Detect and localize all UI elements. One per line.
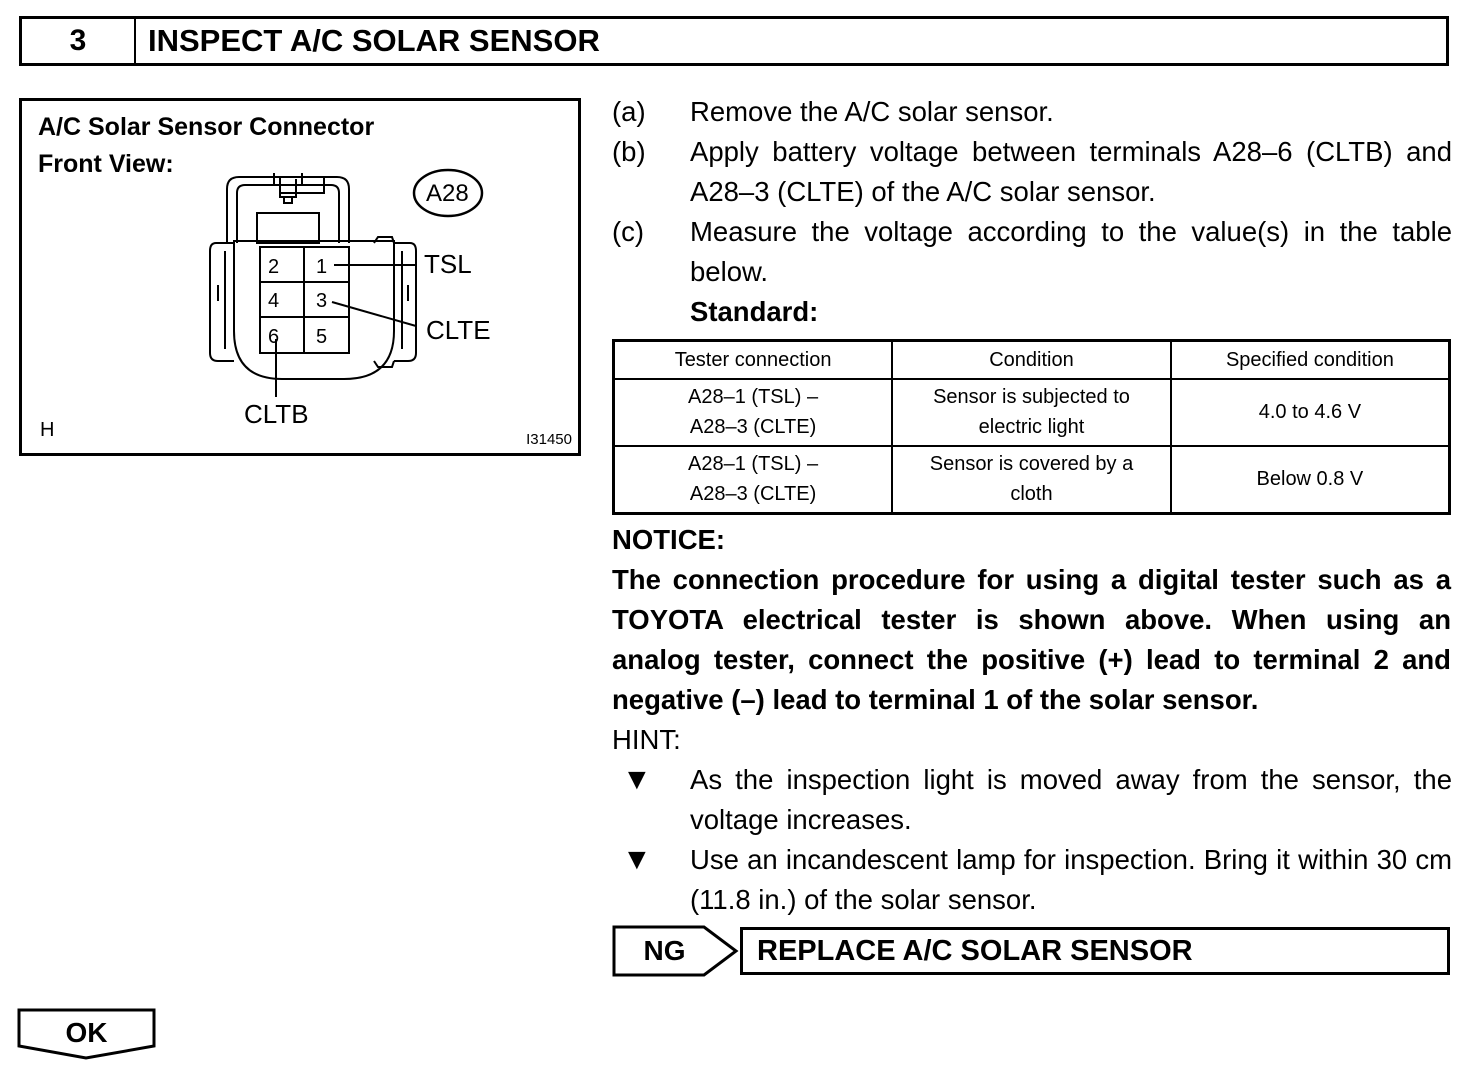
table-row: A28–1 (TSL) – A28–3 (CLTE) Sensor is sub… xyxy=(612,378,1451,447)
step-c-text: Measure the voltage according to the val… xyxy=(690,216,1452,287)
table-header: Condition xyxy=(891,339,1172,380)
table-cell-condition: Sensor is subjected to electric light xyxy=(891,378,1172,447)
triangle-bullet-icon: ▼ xyxy=(622,763,652,796)
spec-table: Tester connection Condition Specified co… xyxy=(612,339,1451,515)
triangle-bullet-icon: ▼ xyxy=(622,843,652,876)
hint-item-text: As the inspection light is moved away fr… xyxy=(690,764,1452,835)
hint-item: ▼ As the inspection light is moved away … xyxy=(612,760,1452,840)
cell-line: A28–3 (CLTE) xyxy=(689,483,817,506)
step-header: 3 INSPECT A/C SOLAR SENSOR xyxy=(19,16,1449,66)
hint-item-text: Use an incandescent lamp for inspection.… xyxy=(690,844,1452,915)
cell-line: electric light xyxy=(978,416,1085,439)
cell-line: cloth xyxy=(1010,483,1053,506)
cell-line: A28–1 (TSL) – xyxy=(688,386,819,409)
table-cell-spec: Below 0.8 V xyxy=(1169,444,1451,515)
table-cell-connection: A28–1 (TSL) – A28–3 (CLTE) xyxy=(612,378,894,447)
hint-heading: HINT: xyxy=(612,724,681,755)
step-c: (c) Measure the voltage according to the… xyxy=(612,212,1452,292)
connector-figure: A/C Solar Sensor Connector Front View: xyxy=(19,98,581,456)
connector-diagram: 2 1 4 3 6 5 A28 TSL CLTE CLTB xyxy=(209,168,491,429)
table-cell-connection: A28–1 (TSL) – A28–3 (CLTE) xyxy=(612,444,894,515)
ng-action: REPLACE A/C SOLAR SENSOR xyxy=(740,927,1450,975)
notice-body: The connection procedure for using a dig… xyxy=(612,564,1451,715)
figure-id: I31450 xyxy=(526,431,572,448)
pin-4: 4 xyxy=(268,290,279,312)
label-tsl: TSL xyxy=(424,249,472,279)
label-clte: CLTE xyxy=(426,315,491,345)
table-header-row: Tester connection Condition Specified co… xyxy=(612,339,1451,380)
figure-title: A/C Solar Sensor Connector Front View: xyxy=(38,109,374,183)
label-cltb: CLTB xyxy=(244,399,309,429)
cell-line: A28–3 (CLTE) xyxy=(689,416,817,439)
cell-line: A28–1 (TSL) – xyxy=(688,453,819,476)
pin-5: 5 xyxy=(316,326,327,348)
step-title: INSPECT A/C SOLAR SENSOR xyxy=(148,23,600,58)
cell-line: Sensor is subjected to xyxy=(933,386,1130,409)
figure-corner-letter: H xyxy=(40,419,55,441)
figure-title-line2: Front View: xyxy=(38,150,174,178)
step-c-label: (c) xyxy=(612,216,645,247)
step-b-text: Apply battery voltage between terminals … xyxy=(690,136,1452,207)
pin-3: 3 xyxy=(316,290,327,312)
cell-line: Sensor is covered by a xyxy=(929,453,1134,476)
step-a: (a) Remove the A/C solar sensor. xyxy=(612,92,1452,132)
standard-label: Standard: xyxy=(690,296,819,327)
notice-heading: NOTICE: xyxy=(612,524,726,555)
step-a-text: Remove the A/C solar sensor. xyxy=(690,96,1054,127)
table-header: Tester connection xyxy=(612,339,894,380)
table-cell-condition: Sensor is covered by a cloth xyxy=(891,444,1172,515)
step-b-label: (b) xyxy=(612,136,646,167)
table-cell-spec: 4.0 to 4.6 V xyxy=(1169,378,1451,447)
ok-label: OK xyxy=(65,1016,108,1048)
ng-arrow-shape xyxy=(612,925,739,977)
pin-6: 6 xyxy=(268,326,279,348)
hint-item: ▼ Use an incandescent lamp for inspectio… xyxy=(612,840,1452,920)
connector-code: A28 xyxy=(426,180,469,207)
table-row: A28–1 (TSL) – A28–3 (CLTE) Sensor is cov… xyxy=(612,444,1451,515)
pin-1: 1 xyxy=(316,256,327,278)
ng-label: NG xyxy=(643,935,686,966)
figure-title-line1: A/C Solar Sensor Connector xyxy=(38,113,375,141)
ok-arrow-shape xyxy=(17,1008,156,1060)
table-header: Specified condition xyxy=(1169,339,1451,380)
step-b: (b) Apply battery voltage between termin… xyxy=(612,132,1452,212)
step-number: 3 xyxy=(22,19,136,63)
step-a-label: (a) xyxy=(612,96,646,127)
pin-2: 2 xyxy=(268,256,279,278)
